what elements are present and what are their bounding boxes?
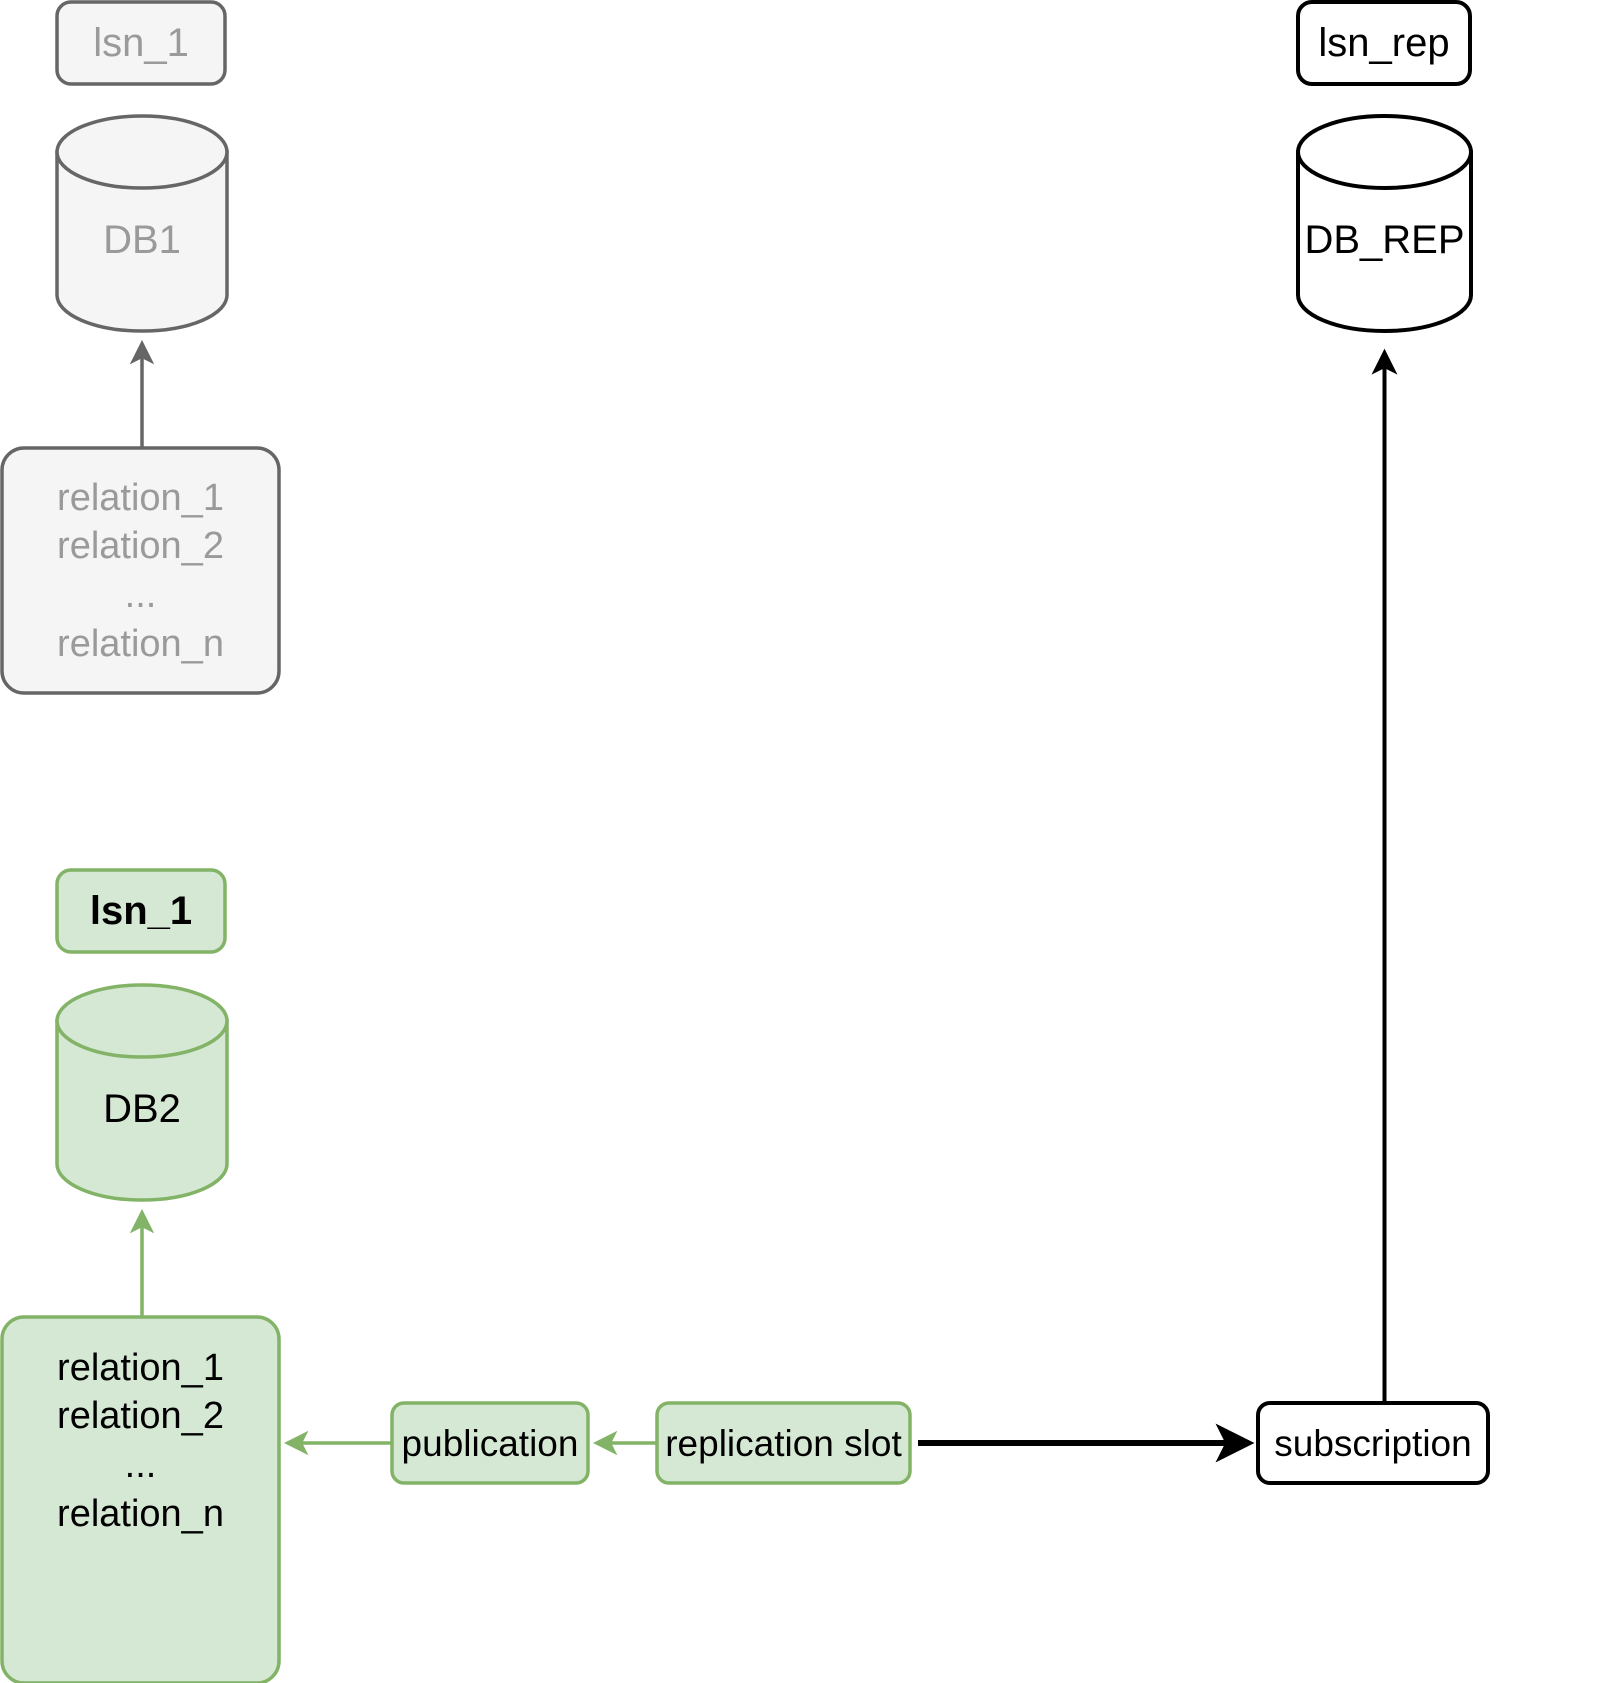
lsn-1-green-box[interactable] <box>55 868 227 954</box>
db2-cylinder[interactable] <box>55 983 229 1202</box>
active-group <box>918 0 1490 1485</box>
db1-cylinder[interactable] <box>55 114 229 333</box>
db-rep-cylinder[interactable] <box>1296 114 1473 333</box>
relations-faded-box[interactable] <box>0 446 281 695</box>
faded-group <box>0 0 281 695</box>
lsn-1-faded-box[interactable] <box>55 0 227 86</box>
replication-slot-box[interactable] <box>655 1401 912 1485</box>
subscription-box[interactable] <box>1256 1401 1490 1485</box>
green-group <box>0 868 912 1683</box>
lsn-rep-box[interactable] <box>1296 0 1472 86</box>
publication-box[interactable] <box>390 1401 590 1485</box>
relations-green-box[interactable] <box>0 1315 281 1683</box>
